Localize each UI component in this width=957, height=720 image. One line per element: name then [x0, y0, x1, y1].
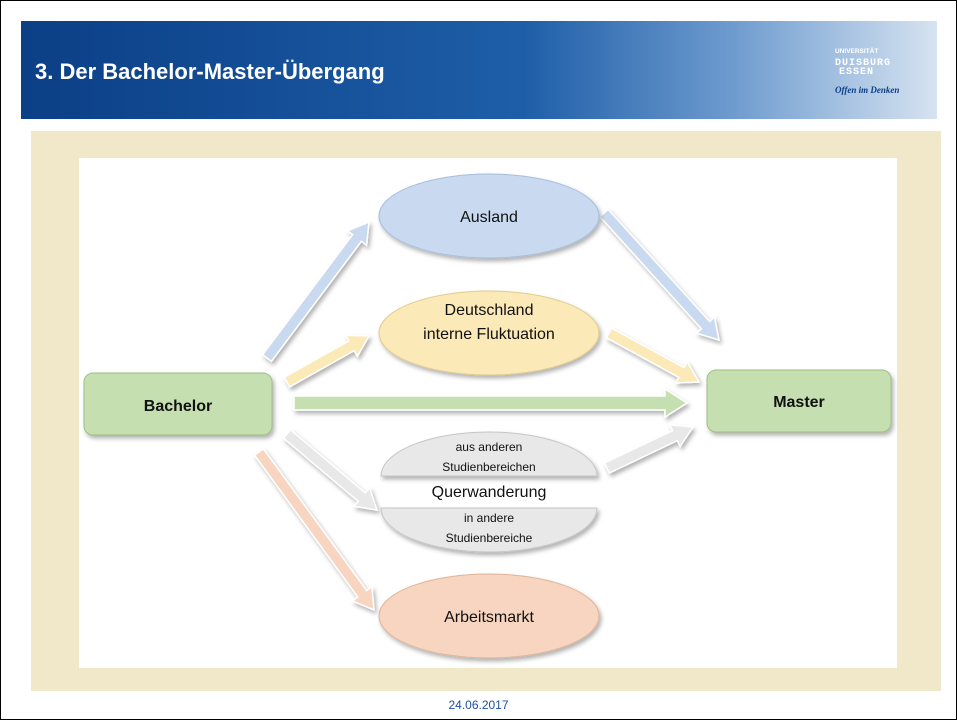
- logo-line-essen: ESSEN: [839, 67, 874, 78]
- ausland-ellipse: [378, 173, 600, 259]
- university-logo: UNIVERSITÄT DUISBURG ESSEN Offen im Denk…: [835, 47, 899, 95]
- transition-diagram: Bachelor Master Ausland Deutschland inte…: [79, 158, 897, 668]
- bachelor-box: [83, 372, 273, 436]
- arrow-deutschland-to-master: [605, 327, 701, 384]
- arrow-ausland-to-master: [598, 208, 720, 342]
- querwanderung-label: Querwanderung: [432, 484, 547, 501]
- querwanderung-bottom-line2: Studienbereiche: [446, 531, 533, 545]
- deutschland-label-line2: interne Fluktuation: [423, 326, 555, 343]
- master-box: [706, 369, 892, 433]
- arbeitsmarkt-ellipse: [378, 573, 600, 659]
- querwanderung-top-line2: Studienbereichen: [442, 460, 535, 474]
- arrow-bachelor-to-querwanderung: [282, 428, 379, 511]
- bachelor-label: Bachelor: [144, 398, 212, 415]
- slide-title: 3. Der Bachelor-Master-Übergang: [35, 59, 385, 84]
- arrow-querwanderung-to-master: [603, 423, 695, 474]
- logo-line-universitaet: UNIVERSITÄT: [835, 47, 878, 55]
- deutschland-label-line1: Deutschland: [445, 302, 534, 319]
- deutschland-ellipse: [378, 290, 600, 376]
- logo-tagline: Offen im Denken: [835, 85, 899, 95]
- querwanderung-top-line1: aus anderen: [456, 440, 523, 454]
- header-bar: 3. Der Bachelor-Master-Übergang UNIVERSI…: [21, 21, 937, 119]
- arrow-bachelor-to-master: [293, 387, 689, 419]
- ausland-label: Ausland: [460, 209, 518, 226]
- querwanderung-bottom-line1: in andere: [464, 511, 514, 525]
- arbeitsmarkt-label: Arbeitsmarkt: [444, 609, 534, 626]
- arrow-bachelor-to-deutschland: [283, 334, 371, 388]
- querwanderung-bottom-half: [380, 507, 598, 553]
- slide-date: 24.06.2017: [448, 698, 509, 712]
- arrow-bachelor-to-arbeitsmarkt: [253, 447, 375, 612]
- master-label: Master: [773, 394, 825, 411]
- querwanderung-top-half: [380, 431, 598, 477]
- arrow-bachelor-to-ausland: [261, 220, 370, 363]
- logo-line-duisburg: DUISBURG: [835, 58, 891, 69]
